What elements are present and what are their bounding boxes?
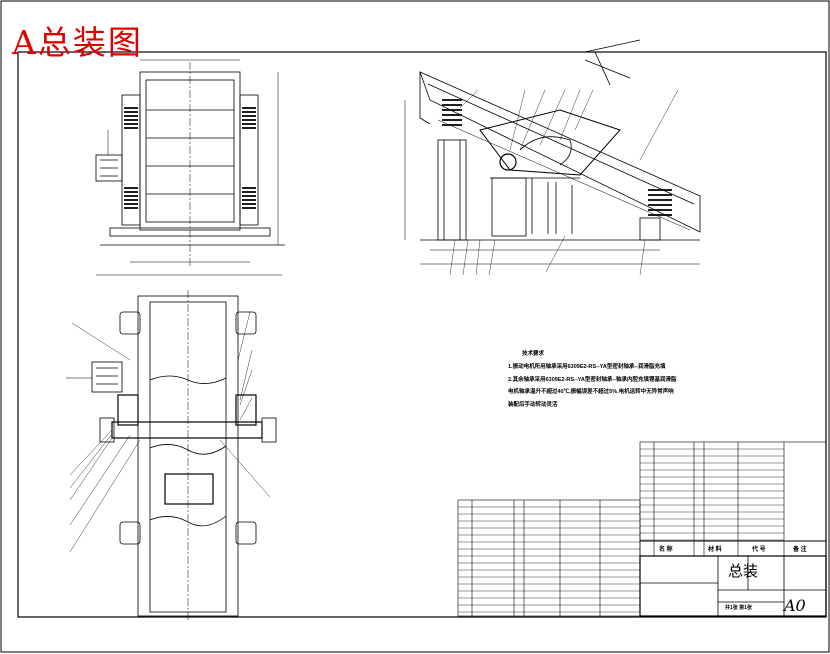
inner-frame — [17, 51, 827, 618]
spring-right-top — [242, 107, 256, 129]
motor-plan — [91, 361, 123, 393]
spring-left-bottom — [124, 187, 138, 209]
side-spring-left — [442, 99, 462, 126]
parts-list-upper — [639, 441, 827, 557]
col-remark: 备 注 — [793, 547, 807, 553]
table-rows — [458, 448, 784, 613]
drawing-title: A总装图 — [12, 23, 143, 62]
side-view — [404, 39, 701, 276]
notes-heading: 技术要求 — [522, 351, 545, 357]
parts-list-lower — [457, 499, 641, 617]
note-line-1: 1.振动电机所用轴承采用6309E2-RS--YA型密封轴承--润滑脂充填 — [508, 363, 666, 370]
note-line-3: 电机轴承温升不超过40℃,振幅误差不超过5%,电机运转中无异常声响 — [508, 389, 674, 396]
note-line-2: 2.其余轴承采用6309E2-RS--YA型密封轴承--轴承内腔充填锂基润滑脂 — [508, 376, 677, 383]
note-line-4: 装配后手动转动灵活 — [508, 402, 558, 409]
spring-left-top — [124, 107, 138, 129]
col-name: 名 称 — [659, 547, 673, 553]
sheet-pages: 共1张 第1张 — [725, 605, 752, 611]
side-spring-right — [648, 189, 672, 216]
col-material: 材 料 — [708, 547, 722, 553]
motor-front — [95, 154, 123, 182]
front-view — [95, 59, 285, 276]
technical-notes: 技术要求 1.振动电机所用轴承采用6309E2-RS--YA型密封轴承--润滑脂… — [508, 348, 718, 412]
drawing-name: 总装 — [728, 562, 759, 580]
title-block — [639, 555, 827, 617]
plan-view — [66, 290, 277, 620]
sheet-size: A0 — [784, 596, 806, 615]
col-code: 代 号 — [752, 547, 766, 553]
spring-right-bottom — [242, 187, 256, 209]
